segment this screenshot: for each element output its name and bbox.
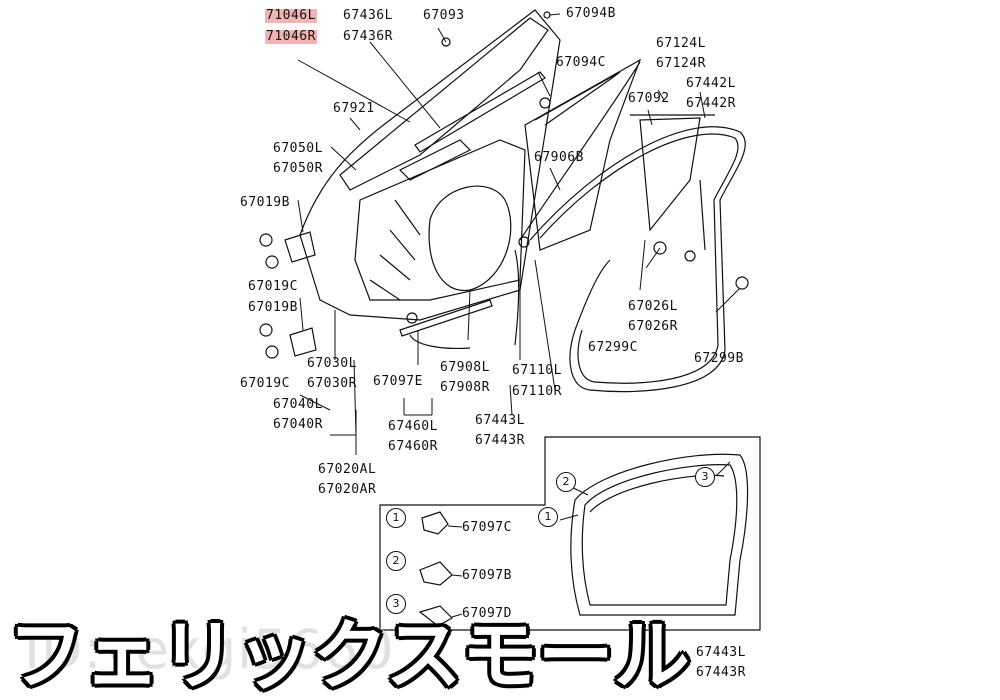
part-label-67097e: 67097E — [373, 374, 423, 389]
part-label-67040r: 67040R — [273, 417, 323, 432]
part-label-67442r: 67442R — [686, 96, 736, 111]
clip-c-icon — [421, 511, 449, 535]
part-label-67020ar: 67020AR — [318, 482, 377, 497]
part-label-67124r: 67124R — [656, 56, 706, 71]
part-label-67050l: 67050L — [273, 141, 323, 156]
part-label-67443r: 67443R — [475, 433, 525, 448]
part-label-67097b: 67097B — [462, 568, 512, 583]
callout-1-detail: 1 — [538, 507, 558, 527]
door-window-frame — [339, 17, 549, 191]
part-label-67908r: 67908R — [440, 380, 490, 395]
bolt-1 — [259, 233, 273, 247]
part-label-67026r: 67026R — [628, 319, 678, 334]
part-label-67019b: 67019B — [240, 195, 290, 210]
part-label-67019c: 67019C — [248, 279, 298, 294]
part-label-67443r-detail: 67443R — [696, 665, 746, 680]
part-label-67040l: 67040L — [273, 397, 323, 412]
part-label-67299c: 67299C — [588, 340, 638, 355]
watermark-id: ID:yexgi5660 — [24, 618, 395, 681]
bolt-3 — [259, 323, 273, 337]
callout-3: 3 — [386, 594, 406, 614]
part-label-67110r: 67110R — [512, 384, 562, 399]
part-label-67097c: 67097C — [462, 520, 512, 535]
part-label-67097d: 67097D — [462, 606, 512, 621]
glass-run — [534, 71, 621, 126]
part-label-67019c-lower: 67019C — [240, 376, 290, 391]
opening-weatherstrip — [529, 126, 746, 393]
part-label-67460l: 67460L — [388, 419, 438, 434]
door-glass — [524, 58, 642, 251]
part-label-67124l: 67124L — [656, 36, 706, 51]
part-label-67460r: 67460R — [388, 439, 438, 454]
callout-1: 1 — [386, 508, 406, 528]
part-label-67110l: 67110L — [512, 363, 562, 378]
lower-hinge — [289, 327, 317, 357]
part-label-67299b: 67299B — [694, 351, 744, 366]
lower-seal — [399, 299, 493, 337]
bolt-5 — [653, 241, 667, 255]
part-label-67019b-lower: 67019B — [248, 300, 298, 315]
watermark-banner: フェリックスモール — [8, 611, 690, 700]
part-label-67094b: 67094B — [566, 6, 616, 21]
part-label-71046l: 71046L — [265, 8, 317, 23]
door-panel-outline — [299, 9, 561, 321]
part-label-67026l: 67026L — [628, 299, 678, 314]
callout-2: 2 — [386, 551, 406, 571]
callout-3-detail: 3 — [695, 467, 715, 487]
callout-2-detail: 2 — [556, 472, 576, 492]
part-label-67436r: 67436R — [343, 29, 393, 44]
beltline-molding — [414, 71, 546, 153]
bolt-2 — [265, 255, 279, 269]
part-label-67443l-detail: 67443L — [696, 645, 746, 660]
upper-hinge — [284, 231, 316, 263]
clip-b-icon — [419, 561, 453, 586]
door-inner-cutout — [428, 185, 512, 291]
part-label-67050r: 67050R — [273, 161, 323, 176]
watermark-overlay: ID:yexgi5660 フェリックスモール — [0, 604, 1000, 694]
part-label-67093: 67093 — [423, 8, 465, 23]
part-label-67906b: 67906B — [534, 150, 584, 165]
detail-weatherstrip — [570, 453, 749, 616]
bolt-6 — [684, 250, 696, 262]
part-label-67092: 67092 — [628, 91, 670, 106]
part-label-71046r: 71046R — [265, 29, 317, 44]
part-label-67020al: 67020AL — [318, 462, 377, 477]
bolt-4 — [265, 345, 279, 359]
part-label-67030r: 67030R — [307, 376, 357, 391]
part-label-67436l: 67436L — [343, 8, 393, 23]
part-label-67443l: 67443L — [475, 413, 525, 428]
part-label-67921: 67921 — [333, 101, 375, 116]
door-inner-frame — [354, 139, 526, 301]
clip-d-icon — [418, 605, 453, 627]
part-label-67442l: 67442L — [686, 76, 736, 91]
bolt-7 — [735, 276, 749, 290]
part-label-67030l: 67030L — [307, 356, 357, 371]
detail-box — [379, 436, 761, 631]
part-label-67094c: 67094C — [556, 55, 606, 70]
part-label-67908l: 67908L — [440, 360, 490, 375]
